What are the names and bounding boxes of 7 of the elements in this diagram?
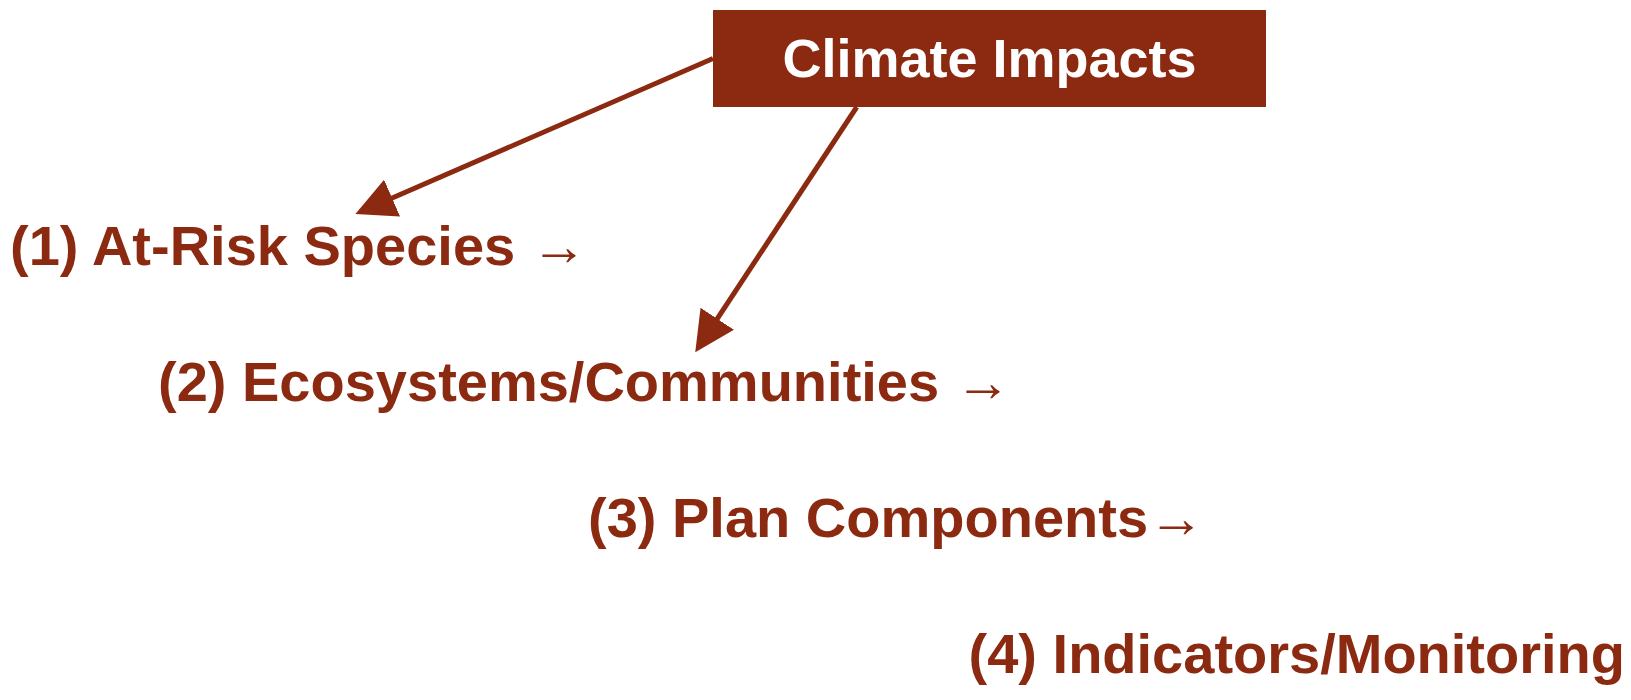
arrow [695, 105, 859, 353]
step-label: (4) Indicators/Monitoring [968, 620, 1625, 688]
step-label: (2) Ecosystems/Communities → [158, 348, 1011, 416]
step-label: (1) At-Risk Species → [10, 212, 587, 280]
arrow [355, 56, 714, 217]
title-box: Climate Impacts [713, 10, 1266, 107]
step-label: (3) Plan Components→ [588, 484, 1205, 552]
